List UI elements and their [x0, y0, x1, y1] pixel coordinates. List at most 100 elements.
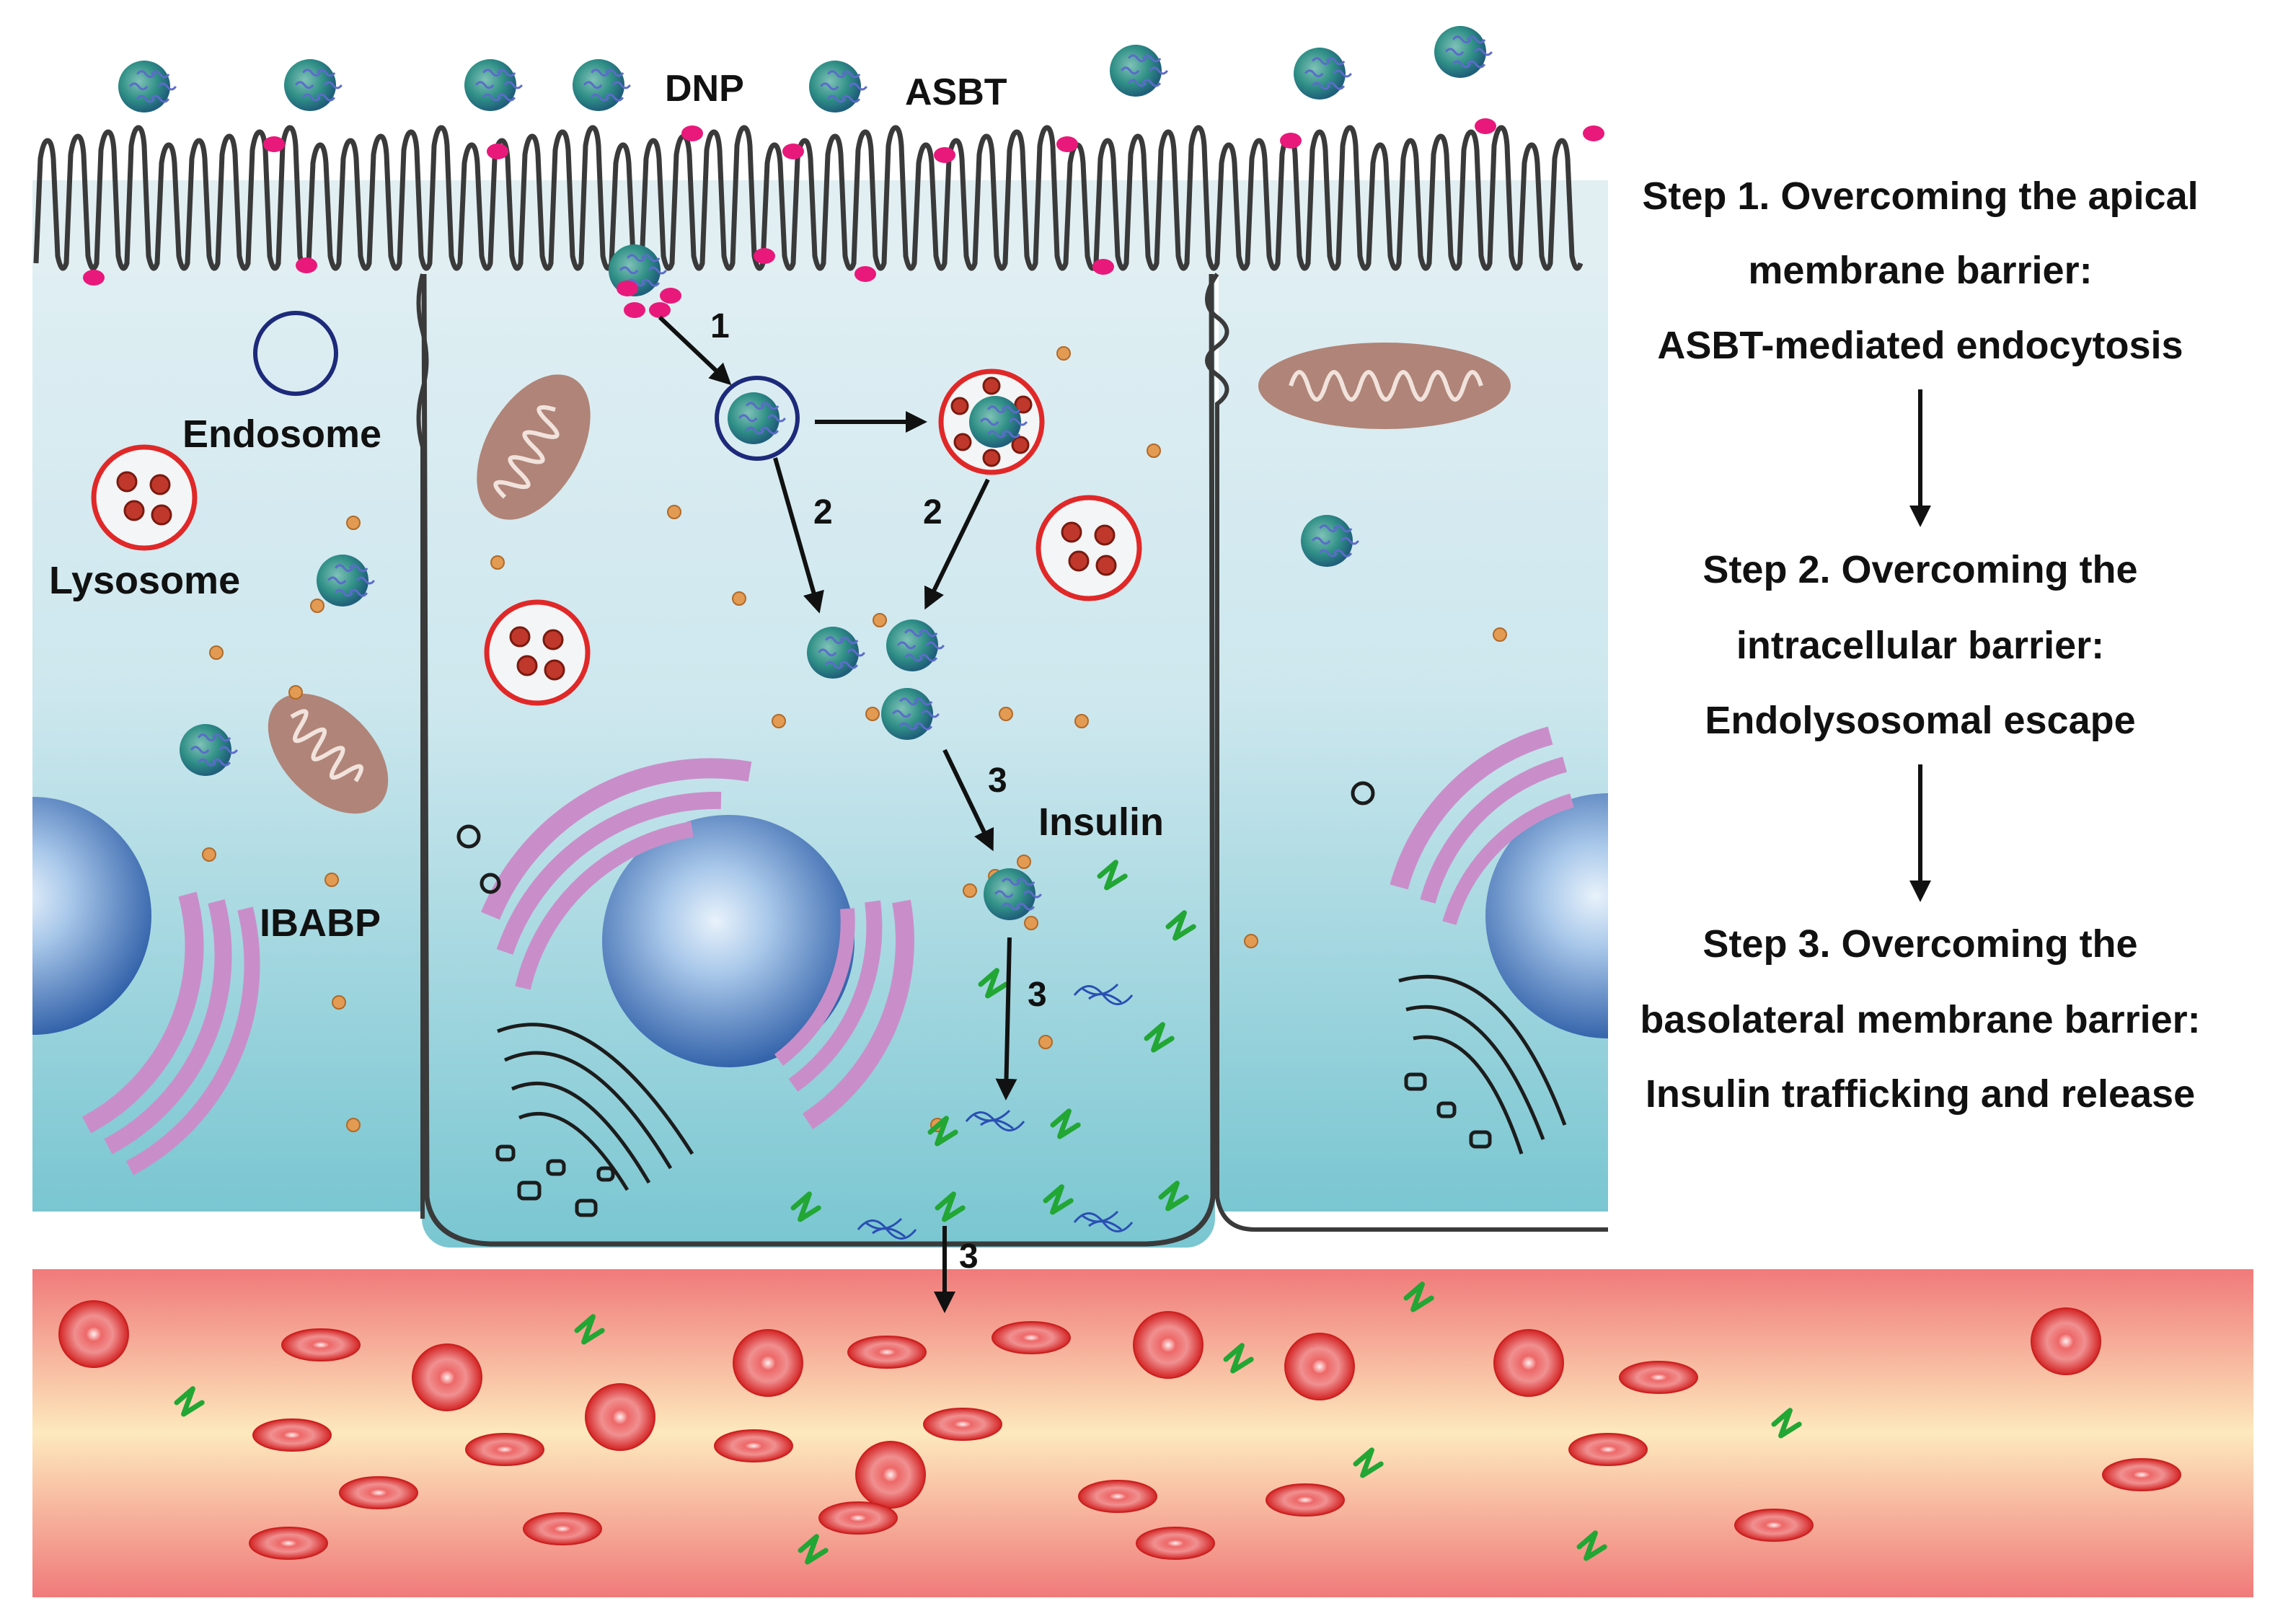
- endosome: [253, 311, 338, 396]
- apical-membrane: [33, 125, 1584, 271]
- red-blood-cell: [1136, 1527, 1215, 1560]
- transport-arrows: [658, 315, 1931, 1313]
- dnp-nanoparticle: [984, 868, 1042, 920]
- asbt-transporter: [854, 266, 876, 282]
- dnp-nanoparticle: [317, 555, 375, 606]
- lysosome: [484, 599, 591, 706]
- ibabp-particle: [202, 847, 216, 862]
- insulin-molecule: [1576, 1530, 1607, 1561]
- mitochondria: [268, 343, 1511, 814]
- left-cell-junction: [416, 273, 429, 1219]
- dnp-nanoparticle: [1434, 26, 1493, 78]
- insulin-molecule: [1771, 1408, 1802, 1439]
- step1-arrow: [658, 315, 732, 386]
- ibabp-particle: [732, 591, 746, 606]
- epithelial-cells: [32, 180, 1608, 1248]
- dnp-nanoparticle: [118, 61, 177, 112]
- insulin-molecule: [1050, 1108, 1081, 1139]
- ibabp-particle: [1056, 346, 1071, 361]
- right-cell: [1219, 180, 1608, 1212]
- red-blood-cell: [1078, 1480, 1157, 1513]
- red-blood-cell: [1284, 1333, 1355, 1400]
- right-cell-junction: [1205, 273, 1608, 1232]
- insulin-molecule: [1165, 910, 1196, 941]
- red-blood-cell: [281, 1328, 361, 1362]
- red-blood-cell: [1266, 1483, 1345, 1517]
- red-blood-cell: [992, 1321, 1071, 1354]
- insulin-molecule: [978, 968, 1009, 999]
- ibabp-particle: [1038, 1035, 1053, 1049]
- asbt-transporter: [1092, 259, 1114, 275]
- middle-cell-outline: [421, 273, 1216, 1247]
- red-blood-cell: [714, 1429, 793, 1462]
- lysosome: [1035, 495, 1142, 601]
- dnp-nanoparticle: [886, 619, 945, 671]
- red-blood-cell: [818, 1501, 898, 1535]
- ibabp-particle: [667, 505, 681, 519]
- ibabp-particle: [873, 613, 887, 627]
- insulin-molecule: [927, 1116, 958, 1147]
- asbt-transporter: [263, 136, 285, 152]
- ibabp-particle: [963, 883, 977, 898]
- red-blood-cell: [847, 1336, 927, 1369]
- red-blood-cell: [58, 1300, 129, 1368]
- red-blood-cell: [523, 1512, 602, 1545]
- blood-vessel: [32, 1269, 2253, 1597]
- insulin-molecules: [174, 860, 1802, 1565]
- insulin-molecule: [174, 1386, 205, 1417]
- asbt-transporter: [934, 147, 955, 163]
- endosome-label: Endosome: [182, 412, 381, 456]
- asbt-transporters: [83, 118, 1604, 318]
- asbt-transporter: [296, 257, 317, 273]
- red-blood-cell: [1493, 1329, 1564, 1397]
- ibabp-particle: [1074, 714, 1089, 728]
- mitochondrion: [1258, 343, 1511, 429]
- route-number-2b: 2: [923, 493, 942, 531]
- step-1-line-1: Step 1. Overcoming the apical: [1642, 175, 2198, 218]
- asbt-label: ASBT: [905, 71, 1007, 113]
- ibabp-particle: [324, 873, 339, 887]
- dnp-nanoparticle: [881, 688, 940, 740]
- dnp-nanoparticle: [1110, 45, 1168, 97]
- ibabp-particle: [209, 645, 224, 660]
- dnp-nanoparticle: [180, 724, 238, 776]
- asbt-transporter: [681, 125, 703, 141]
- insulin-release-tangle: [857, 1217, 917, 1240]
- step-2-line-1: Step 2. Overcoming the: [1702, 548, 2137, 591]
- asbt-transporter: [649, 302, 671, 318]
- middle-cell: [422, 180, 1215, 1248]
- asbt-transporter: [617, 281, 638, 296]
- ibabp-particle: [346, 1118, 361, 1132]
- dnp-nanoparticle: [969, 396, 1028, 448]
- mitochondrion: [477, 374, 591, 520]
- red-blood-cell: [2102, 1458, 2181, 1491]
- ibabp-particle: [1147, 443, 1161, 458]
- red-blood-cell: [1568, 1433, 1648, 1466]
- red-blood-cell: [252, 1418, 332, 1452]
- red-blood-cell: [2031, 1307, 2101, 1375]
- nucleus: [1485, 793, 1608, 1038]
- ibabp-particle: [288, 685, 303, 700]
- asbt-transporter: [1280, 133, 1302, 149]
- step-1-line-2: membrane barrier:: [1748, 249, 2092, 292]
- ibabp-particle: [865, 707, 880, 721]
- step-1-description: Step 1. Overcoming the apical membrane b…: [1642, 175, 2198, 367]
- red-blood-cell: [465, 1433, 544, 1466]
- dnp-nanoparticle: [284, 59, 343, 111]
- route-number-2a: 2: [813, 493, 833, 531]
- route-number-3a: 3: [988, 762, 1007, 800]
- asbt-transporter: [1583, 125, 1604, 141]
- step3-arrow-2: [995, 937, 1017, 1100]
- lysosome-label: Lysosome: [49, 559, 240, 602]
- insulin-molecule: [1043, 1184, 1074, 1215]
- dnp-nanoparticle: [1301, 515, 1359, 567]
- dnp-nanoparticle: [809, 61, 867, 112]
- step-3-line-3: Insulin trafficking and release: [1646, 1072, 2195, 1116]
- insulin-molecule: [935, 1191, 966, 1222]
- asbt-transporter: [660, 288, 681, 304]
- insulin-molecule: [1223, 1343, 1254, 1374]
- red-blood-cell: [923, 1408, 1002, 1441]
- insulin-molecule: [798, 1534, 829, 1565]
- ibabp-particle: [332, 995, 346, 1010]
